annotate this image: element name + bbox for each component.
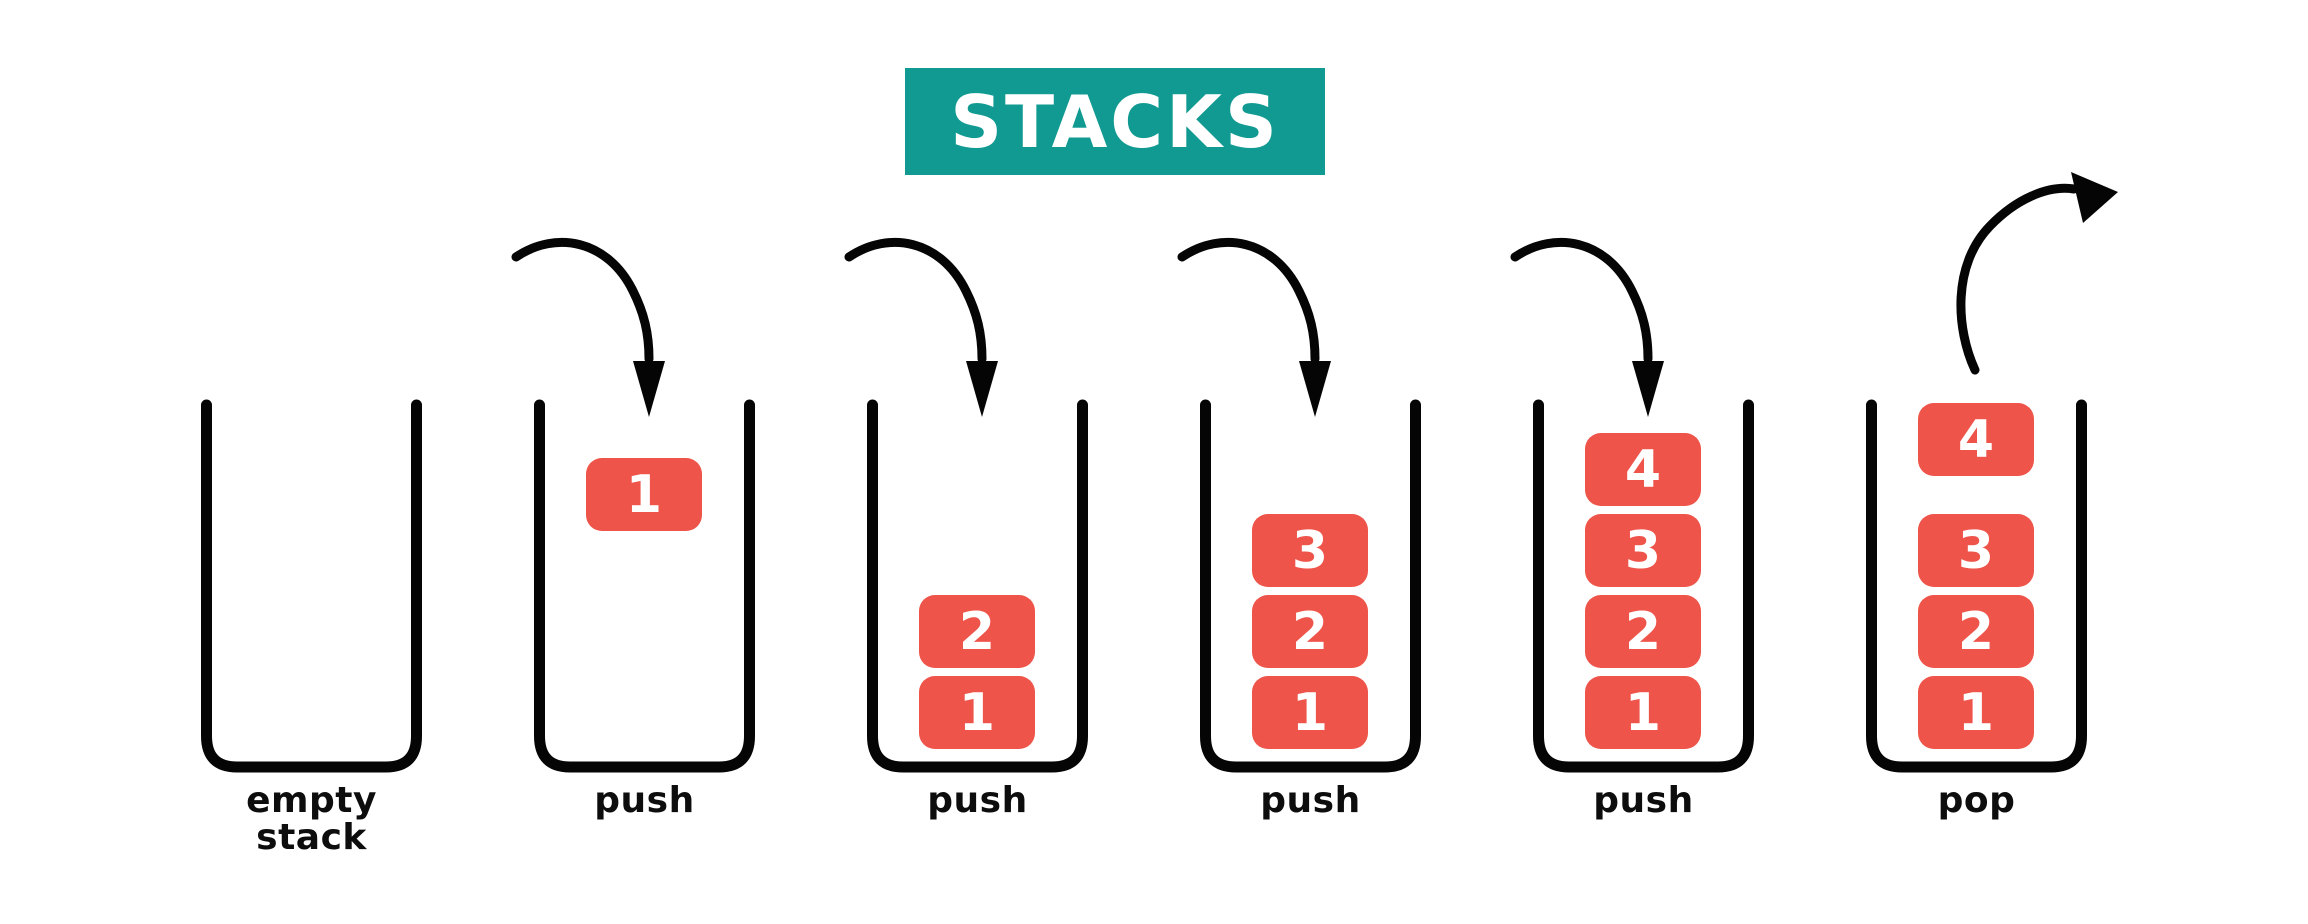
push-arrow-icon xyxy=(511,237,665,417)
stack-cell-push-3: 3 2 1 push xyxy=(1144,0,1477,924)
stack-cell-push-1: 1 push xyxy=(478,0,811,924)
stack-label: empty stack xyxy=(145,782,478,856)
stack-container-icon xyxy=(534,399,755,773)
stack-label: push xyxy=(1260,780,1361,821)
stack-blocks: 1 xyxy=(586,403,702,775)
stack-block: 3 xyxy=(1585,514,1701,587)
stack-blocks: 2 1 xyxy=(919,403,1035,775)
stack-label-line: empty xyxy=(246,780,377,821)
stack-block: 1 xyxy=(1918,676,2034,749)
title-banner: STACKS xyxy=(905,68,1325,175)
stack-cell-push-4: 4 3 2 1 push xyxy=(1477,0,1810,924)
pop-arrow-icon xyxy=(1956,172,2118,375)
stack-cell-empty: empty stack xyxy=(145,0,478,924)
stack-block: 4 xyxy=(1585,433,1701,506)
push-arrow-icon xyxy=(844,237,998,417)
stack-block: 3 xyxy=(1918,514,2034,587)
stack-block: 1 xyxy=(586,458,702,531)
stack-container-icon xyxy=(201,399,422,773)
title-text: STACKS xyxy=(950,79,1280,164)
stack-label: push xyxy=(1593,780,1694,821)
push-arrow-icon xyxy=(1510,237,1664,417)
stack-block: 1 xyxy=(1252,676,1368,749)
stack-container-icon xyxy=(1533,399,1754,773)
stack-label: push xyxy=(927,780,1028,821)
stack-block: 1 xyxy=(1585,676,1701,749)
stack-block: 2 xyxy=(1252,595,1368,668)
stack-block: 2 xyxy=(919,595,1035,668)
stack-blocks: 3 2 1 xyxy=(1918,403,2034,775)
stack-block: 1 xyxy=(919,676,1035,749)
stacks-row: empty stack 1 push xyxy=(145,0,2143,924)
stack-block: 2 xyxy=(1585,595,1701,668)
popped-block: 4 xyxy=(1918,403,2034,476)
stack-label: push xyxy=(594,780,695,821)
stack-block: 3 xyxy=(1252,514,1368,587)
stack-label-line: stack xyxy=(256,817,367,858)
stack-container-icon xyxy=(1866,399,2087,773)
push-arrow-icon xyxy=(1177,237,1331,417)
stack-blocks: 3 2 1 xyxy=(1252,403,1368,775)
stack-container-icon xyxy=(1200,399,1421,773)
stack-block: 2 xyxy=(1918,595,2034,668)
stack-label: pop xyxy=(1937,780,2016,821)
stack-cell-push-2: 2 1 push xyxy=(811,0,1144,924)
stack-cell-pop: 4 3 2 1 pop xyxy=(1810,0,2143,924)
stack-blocks: 4 3 2 1 xyxy=(1585,403,1701,775)
stack-container-icon xyxy=(867,399,1088,773)
